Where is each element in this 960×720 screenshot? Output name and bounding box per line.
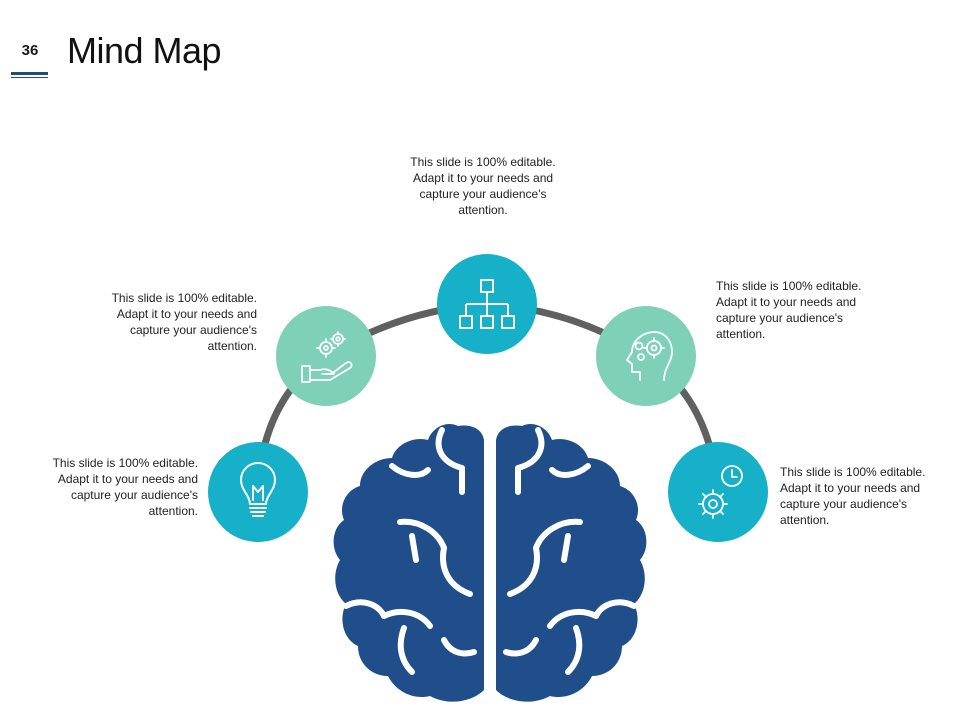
node-gear-clock — [668, 442, 768, 542]
node-circle — [596, 306, 696, 406]
node-org-chart-text: This slide is 100% editable. Adapt it to… — [410, 155, 556, 217]
gear-clock-icon — [698, 465, 743, 519]
node-gear-clock-text: This slide is 100% editable. Adapt it to… — [780, 465, 926, 527]
node-hand-gears-text: This slide is 100% editable. Adapt it to… — [111, 291, 257, 353]
node-head-gears — [596, 306, 696, 406]
node-circle — [668, 442, 768, 542]
node-head-gears-text: This slide is 100% editable. Adapt it to… — [716, 279, 862, 341]
org-chart-icon — [459, 279, 515, 329]
brain-illustration — [333, 423, 647, 702]
node-org-chart — [437, 254, 537, 354]
hand-gears-icon — [301, 331, 353, 383]
head-gears-icon — [626, 331, 673, 381]
slide-number-underline — [11, 72, 48, 75]
node-lightbulb — [208, 442, 308, 542]
slide-number: 36 — [21, 42, 39, 59]
node-lightbulb-text: This slide is 100% editable. Adapt it to… — [52, 456, 198, 518]
node-hand-gears — [276, 306, 376, 406]
slide-number-underline-thin — [11, 77, 48, 78]
page-title: Mind Map — [67, 30, 222, 71]
lightbulb-icon — [240, 462, 276, 517]
